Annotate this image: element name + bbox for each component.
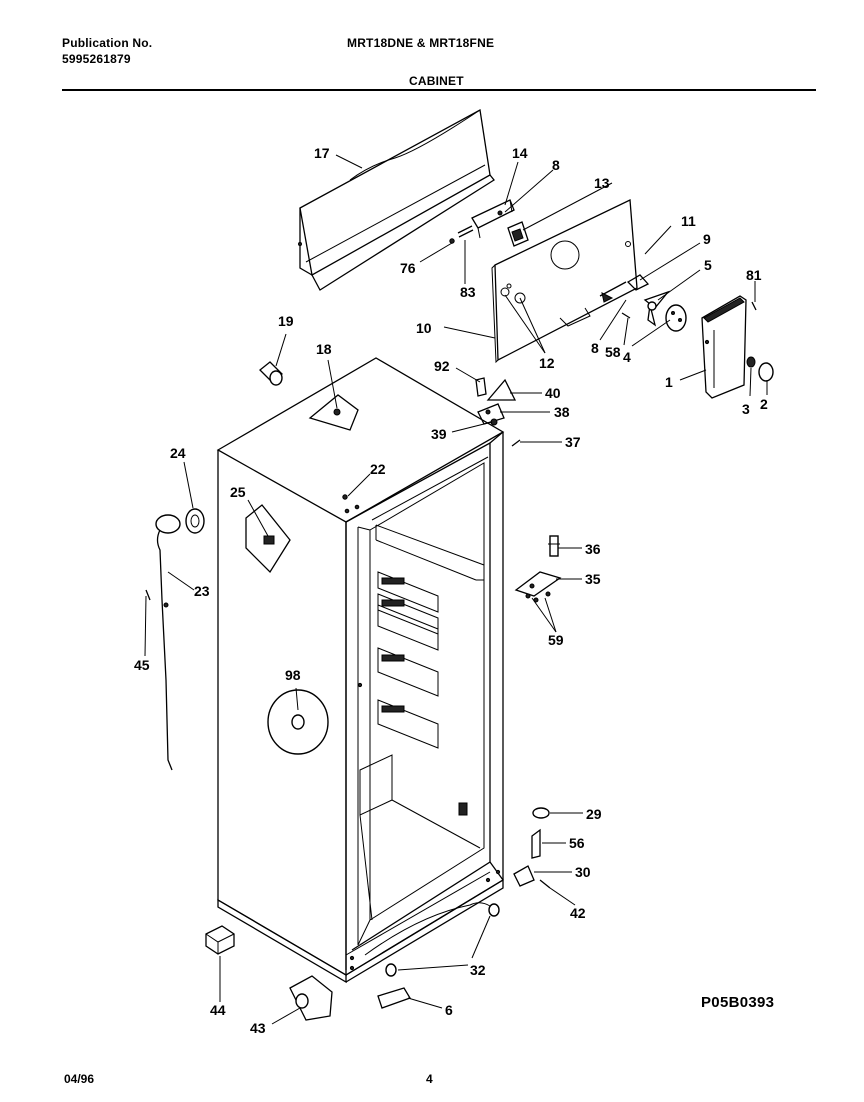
part-58-screw	[621, 312, 631, 319]
top-hinge-group	[475, 377, 521, 447]
callout-59: 59	[548, 632, 564, 648]
part-13-switch	[507, 221, 529, 247]
part-23-hinge-rod	[155, 514, 181, 771]
callout-17: 17	[314, 145, 330, 161]
part-17-top-trim	[298, 108, 495, 291]
part-98-label	[267, 682, 363, 755]
publication-number: 5995261879	[62, 52, 131, 66]
callout-8-lower: 8	[591, 340, 599, 356]
part-32-plug	[488, 903, 500, 917]
callout-36: 36	[585, 541, 601, 557]
part-56-pin	[531, 828, 541, 859]
callout-9: 9	[703, 231, 711, 247]
part-30-bracket	[513, 865, 535, 887]
part-83-clip	[457, 225, 474, 238]
callout-30: 30	[575, 864, 591, 880]
callout-12: 12	[539, 355, 555, 371]
callout-92: 92	[434, 358, 450, 374]
callout-22: 22	[370, 461, 386, 477]
part-29-washer	[532, 807, 550, 819]
callout-2: 2	[760, 396, 768, 412]
callout-83: 83	[460, 284, 476, 300]
part-18-hinge-plate	[308, 394, 359, 431]
callout-81: 81	[746, 267, 762, 283]
callout-56: 56	[569, 835, 585, 851]
header-rule	[62, 89, 816, 91]
callout-44: 44	[210, 1002, 226, 1018]
part-10-evap-cover	[491, 199, 638, 364]
callout-58: 58	[605, 344, 621, 360]
part-35-hinge	[514, 571, 562, 603]
callout-19: 19	[278, 313, 294, 329]
part-43-roller-bracket	[289, 975, 333, 1021]
part-81-screw	[751, 301, 757, 311]
callout-14: 14	[512, 145, 528, 161]
callout-98: 98	[285, 667, 301, 683]
part-44-block	[205, 925, 235, 955]
part-19-bumper	[259, 361, 283, 386]
publication-label: Publication No.	[62, 36, 153, 50]
part-25-bracket	[245, 504, 291, 574]
callout-43: 43	[250, 1020, 266, 1036]
callout-4: 4	[623, 349, 631, 365]
callout-35: 35	[585, 571, 601, 587]
part-5-fan-blade	[643, 290, 670, 327]
callout-6: 6	[445, 1002, 453, 1018]
part-2-grommet	[758, 362, 774, 382]
leader-lines	[144, 154, 768, 1025]
callout-45: 45	[134, 657, 150, 673]
part-76-screw	[449, 238, 455, 244]
callout-13: 13	[594, 175, 610, 191]
part-6-toe-grille	[377, 987, 411, 1009]
callout-8: 8	[552, 157, 560, 173]
section-title: CABINET	[409, 74, 464, 88]
part-4-fan-motor	[665, 304, 687, 332]
callout-3: 3	[742, 401, 750, 417]
page-number: 4	[426, 1072, 433, 1086]
diagram-code: P05B0393	[701, 994, 775, 1011]
part-14-bracket	[471, 199, 515, 239]
callout-11: 11	[681, 213, 696, 229]
part-36-pin	[548, 535, 560, 557]
part-42-screw	[539, 879, 551, 889]
callout-40: 40	[545, 385, 561, 401]
callout-38: 38	[554, 404, 570, 420]
callout-39: 39	[431, 426, 447, 442]
part-1-air-duct	[701, 295, 747, 399]
callout-42: 42	[570, 905, 586, 921]
callout-23: 23	[194, 583, 210, 599]
part-45-screw	[145, 589, 151, 601]
part-24-bushing	[185, 508, 205, 534]
callout-76: 76	[400, 260, 416, 276]
callout-18: 18	[316, 341, 332, 357]
callout-37: 37	[565, 434, 581, 450]
callout-24: 24	[170, 445, 186, 461]
callout-labels: 17 14 8 13 11 9 5 81 76 83 10 12 8 58 4 …	[134, 145, 768, 1036]
part-9-knob	[599, 274, 650, 303]
part-3-nut	[746, 356, 756, 368]
callout-1: 1	[665, 374, 673, 390]
callout-10: 10	[416, 320, 432, 336]
model-numbers: MRT18DNE & MRT18FNE	[347, 36, 495, 50]
cabinet-body	[216, 357, 505, 984]
revision-date: 04/96	[64, 1072, 95, 1086]
callout-25: 25	[230, 484, 246, 500]
callout-29: 29	[586, 806, 602, 822]
callout-32: 32	[470, 962, 486, 978]
callout-5: 5	[704, 257, 712, 273]
